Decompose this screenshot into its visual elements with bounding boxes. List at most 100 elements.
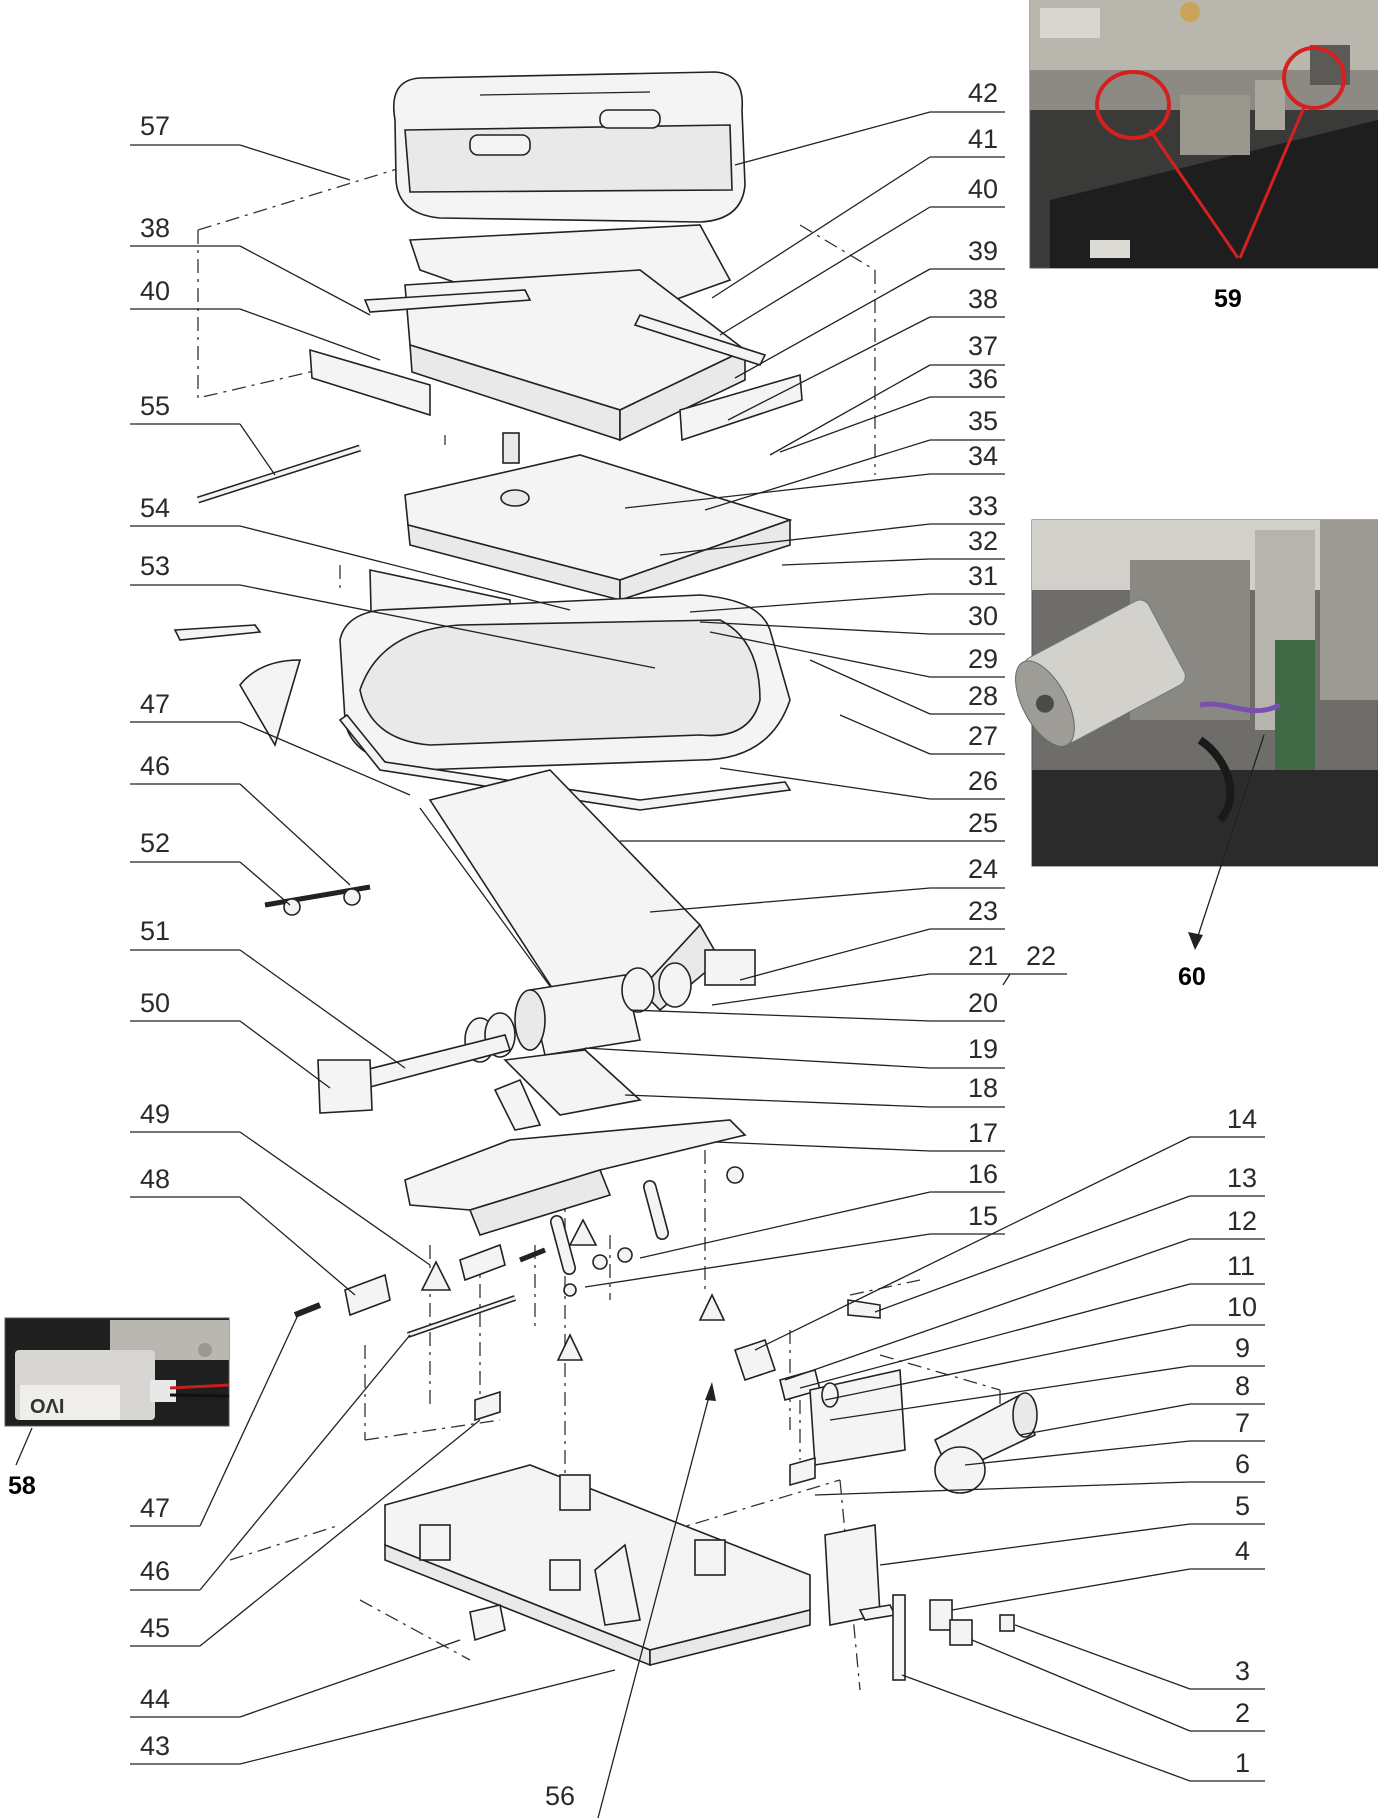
callouts-right: 42 41 40 39 38 37 36 35 34 33 32 31 30 2…	[584, 78, 1265, 1782]
svg-text:47: 47	[140, 1493, 170, 1523]
callout-25: 25	[620, 808, 1005, 842]
seat-cushion	[393, 71, 746, 223]
callout-3: 3	[1014, 1624, 1265, 1690]
svg-text:24: 24	[968, 854, 998, 884]
callout-37: 37	[769, 331, 1005, 456]
svg-text:47: 47	[140, 689, 170, 719]
callout-7: 7	[964, 1408, 1265, 1466]
callout-1: 1	[901, 1674, 1265, 1782]
callout-15: 15	[584, 1201, 1005, 1288]
svg-text:10: 10	[1227, 1292, 1257, 1322]
callout-23: 23	[739, 896, 1005, 981]
svg-text:56: 56	[545, 1781, 575, 1811]
callout-29: 29	[709, 631, 1005, 678]
callout-14: 14	[754, 1104, 1265, 1351]
buffers	[420, 1218, 726, 1361]
sensor-label-text: OΛI	[30, 1396, 64, 1418]
svg-text:5: 5	[1235, 1491, 1250, 1521]
svg-text:31: 31	[968, 561, 998, 591]
callout-47-upper: 47	[130, 689, 411, 796]
mount-brackets-48-49	[344, 1243, 546, 1317]
callout-52: 52	[130, 828, 291, 906]
callout-50: 50	[130, 988, 331, 1089]
callout-49: 49	[130, 1099, 431, 1266]
svg-text:25: 25	[968, 808, 998, 838]
callout-18: 18	[624, 1073, 1005, 1108]
callout-31: 31	[689, 561, 1005, 613]
svg-text:42: 42	[968, 78, 998, 108]
svg-text:54: 54	[140, 493, 170, 523]
plate-5-and-bars	[824, 1524, 1015, 1681]
svg-text:19: 19	[968, 1034, 998, 1064]
svg-text:45: 45	[140, 1613, 170, 1643]
svg-text:13: 13	[1227, 1163, 1257, 1193]
svg-text:27: 27	[968, 721, 998, 751]
svg-text:57: 57	[140, 111, 170, 141]
svg-text:29: 29	[968, 644, 998, 674]
svg-text:37: 37	[968, 331, 998, 361]
svg-text:32: 32	[968, 526, 998, 556]
svg-text:23: 23	[968, 896, 998, 926]
callout-19: 19	[584, 1034, 1005, 1069]
svg-text:9: 9	[1235, 1333, 1250, 1363]
callout-40-right: 40	[719, 174, 1005, 336]
photo-callout-59: 59	[1214, 285, 1242, 313]
callout-55: 55	[130, 391, 276, 476]
photo-inset-60	[1015, 519, 1378, 867]
svg-text:46: 46	[140, 1556, 170, 1586]
callout-33: 33	[659, 491, 1005, 556]
svg-text:2: 2	[1235, 1698, 1250, 1728]
svg-text:21: 21	[968, 941, 998, 971]
callout-48: 48	[130, 1164, 356, 1296]
photo-callout-60: 60	[1178, 963, 1206, 991]
callout-22: 22	[1002, 941, 1067, 986]
svg-text:4: 4	[1235, 1536, 1250, 1566]
callout-5: 5	[879, 1491, 1265, 1566]
callout-9: 9	[829, 1333, 1265, 1421]
svg-text:6: 6	[1235, 1449, 1250, 1479]
callout-10: 10	[824, 1292, 1265, 1401]
callout-40-left: 40	[130, 276, 381, 361]
svg-text:46: 46	[140, 751, 170, 781]
base-frame	[384, 1390, 816, 1667]
svg-text:14: 14	[1227, 1104, 1257, 1134]
scissor-arm-24	[419, 769, 756, 1012]
svg-text:39: 39	[968, 236, 998, 266]
callout-4: 4	[951, 1536, 1265, 1611]
svg-text:20: 20	[968, 988, 998, 1018]
callout-27: 27	[839, 714, 1005, 755]
svg-text:52: 52	[140, 828, 170, 858]
callout-6: 6	[814, 1449, 1265, 1496]
callout-30: 30	[699, 601, 1005, 635]
callout-46-upper: 46	[130, 751, 351, 886]
svg-text:28: 28	[968, 681, 998, 711]
callout-20: 20	[629, 988, 1005, 1022]
callout-12: 12	[784, 1206, 1265, 1381]
callout-35: 35	[704, 406, 1005, 511]
callout-11: 11	[799, 1251, 1265, 1389]
svg-text:11: 11	[1227, 1251, 1255, 1281]
photo-inset-58: OΛI	[4, 1317, 230, 1427]
svg-text:30: 30	[968, 601, 998, 631]
callout-21: 21	[711, 941, 1010, 1006]
rod-55	[196, 444, 362, 504]
callout-38-right: 38	[727, 284, 1005, 421]
callout-34: 34	[624, 441, 1005, 509]
photo-leader-60	[1194, 734, 1265, 946]
callout-42: 42	[734, 78, 1005, 166]
svg-text:50: 50	[140, 988, 170, 1018]
svg-text:44: 44	[140, 1684, 170, 1714]
bellows-frame	[173, 594, 792, 811]
motor-assembly	[733, 1299, 1038, 1494]
callout-54: 54	[130, 493, 571, 611]
svg-text:26: 26	[968, 766, 998, 796]
callout-38-left: 38	[130, 213, 371, 316]
scissor-lower-17	[404, 1119, 747, 1236]
svg-text:43: 43	[140, 1731, 170, 1761]
callout-43: 43	[130, 1669, 616, 1765]
svg-text:18: 18	[968, 1073, 998, 1103]
svg-text:48: 48	[140, 1164, 170, 1194]
bracket-18	[493, 1049, 642, 1131]
callout-17: 17	[714, 1118, 1005, 1152]
